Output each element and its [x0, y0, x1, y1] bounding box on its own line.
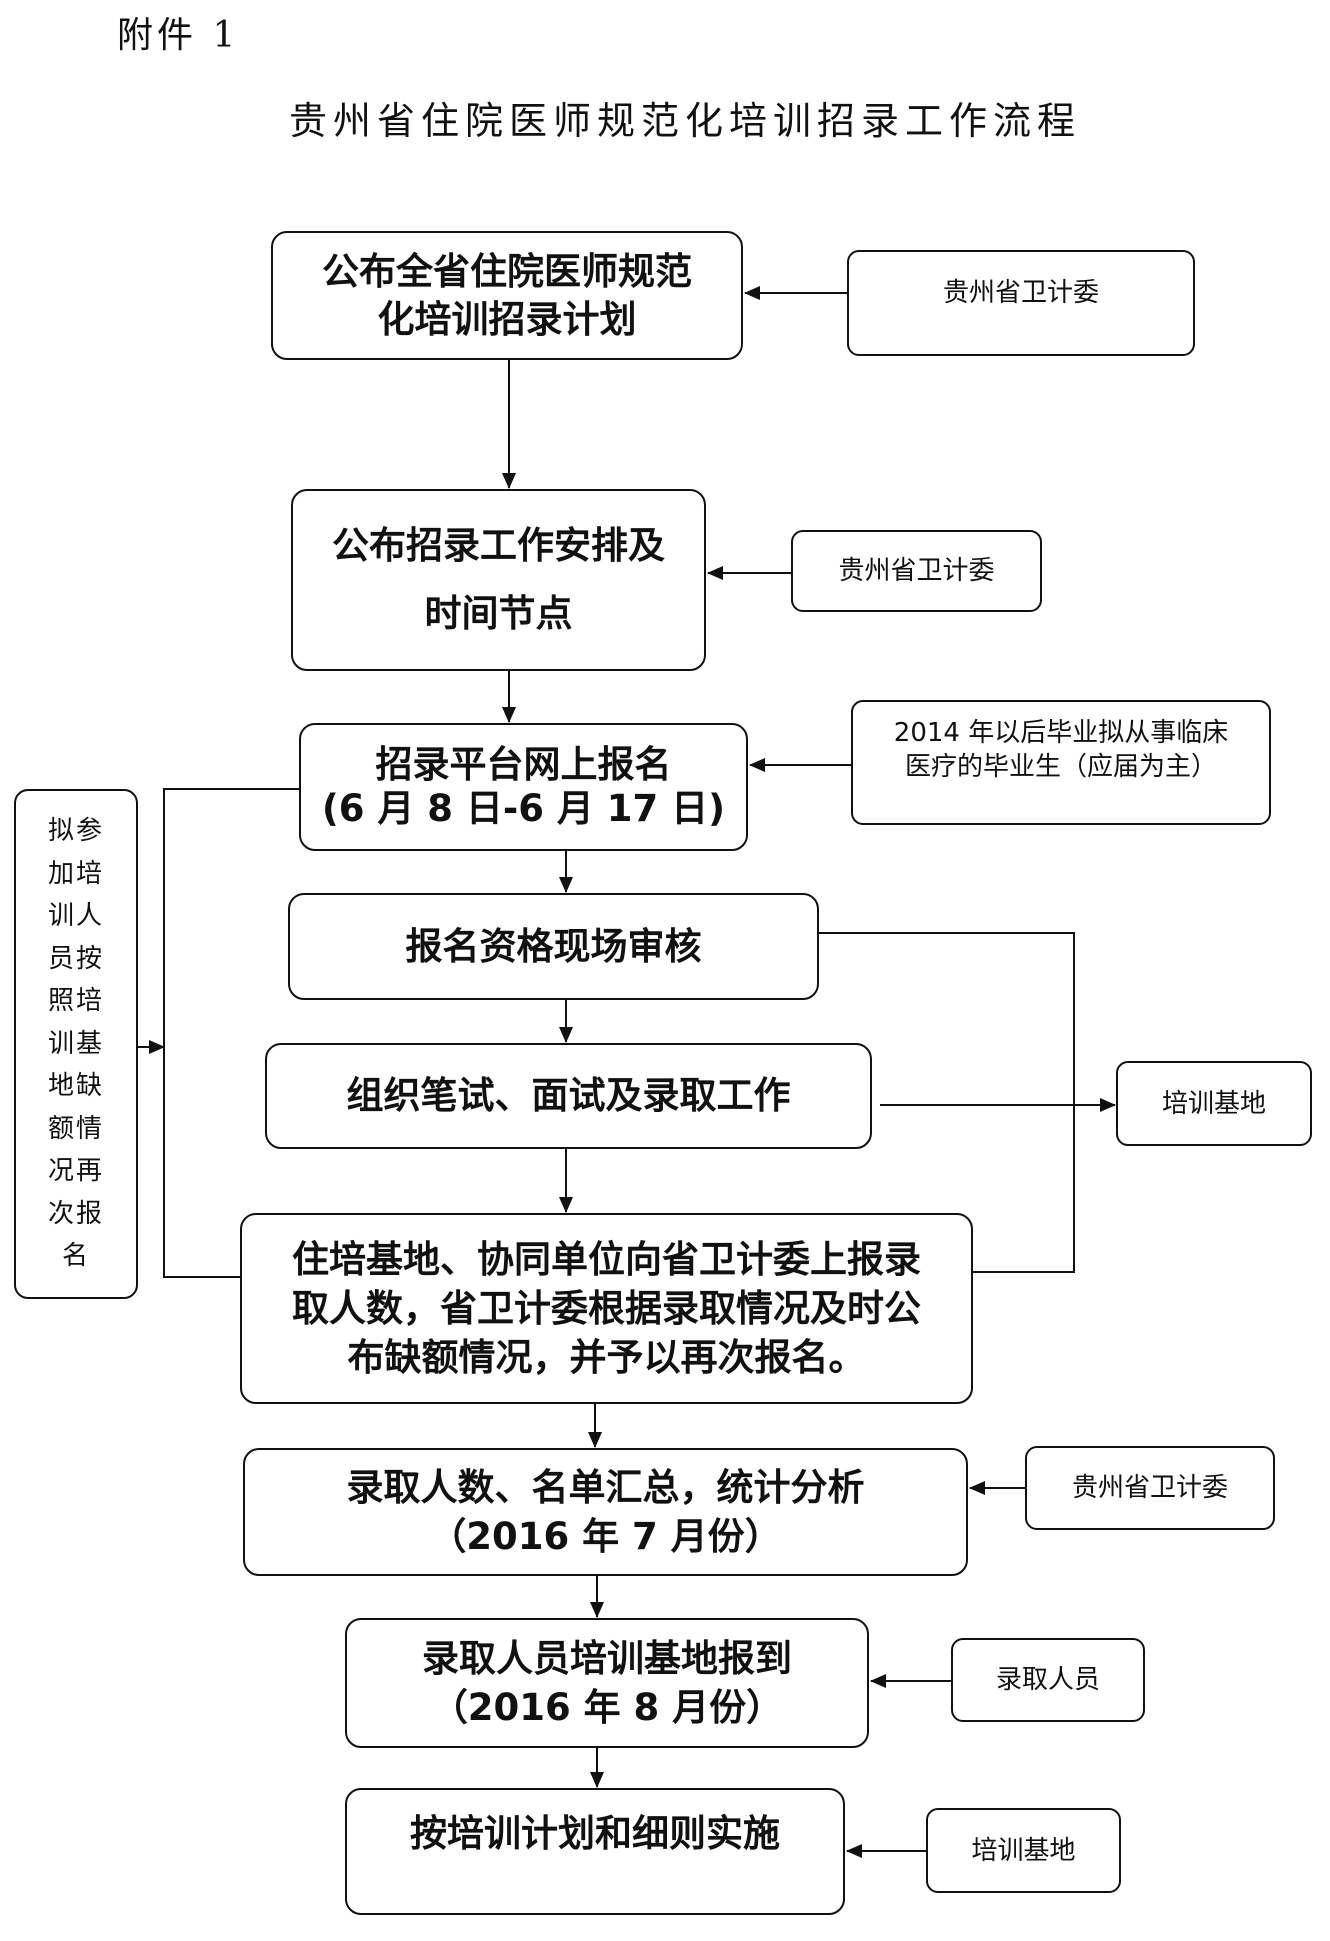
left-loop-connector [163, 788, 299, 1278]
side-node-health-commission: 贵州省卫计委 [791, 530, 1042, 612]
step-text-line: 公布招录工作安排及 [332, 524, 665, 567]
step-exams-and-admission: 组织笔试、面试及录取工作 [265, 1043, 872, 1149]
note-text-line: 照培 [47, 986, 104, 1017]
note-text-line: 况再 [47, 1156, 104, 1187]
step-text-line: 化培训招录计划 [377, 297, 637, 341]
step-date: （2016 年 8 月份） [430, 1686, 784, 1729]
step-report-admission-numbers: 住培基地、协同单位向省卫计委上报录 取人数，省卫计委根据录取情况及时公 布缺额情… [240, 1213, 973, 1404]
step-text-line: 组织笔试、面试及录取工作 [346, 1074, 791, 1117]
step-text-line: 录取人数、名单汇总，统计分析 [346, 1466, 865, 1509]
side-node-label: 贵州省卫计委 [1071, 1473, 1228, 1503]
step-text-line: 取人数，省卫计委根据录取情况及时公 [292, 1287, 921, 1330]
side-node-label: 录取人员 [995, 1665, 1100, 1695]
side-node-label: 培训基地 [971, 1835, 1076, 1866]
note-text-line: 员按 [47, 943, 104, 974]
side-node-training-base: 培训基地 [1116, 1061, 1312, 1146]
step-online-registration: 招录平台网上报名 (6 月 8 日-6 月 17 日) [299, 723, 748, 851]
step-summary-analysis: 录取人数、名单汇总，统计分析 （2016 年 7 月份） [243, 1448, 968, 1576]
side-node-graduates: 2014 年以后毕业拟从事临床 医疗的毕业生（应届为主） [851, 700, 1271, 825]
note-text-line: 次报 [47, 1198, 104, 1229]
step-text-line: 按培训计划和细则实施 [410, 1812, 780, 1855]
side-node-label: 贵州省卫计委 [838, 556, 995, 586]
side-node-label: 2014 年以后毕业拟从事临床 [893, 718, 1229, 748]
step-text-line: 布缺额情况，并予以再次报名。 [347, 1336, 866, 1379]
step-text-line: 招录平台网上报名 [375, 743, 672, 786]
step-text-line: 住培基地、协同单位向省卫计委上报录 [292, 1238, 921, 1281]
note-text-line: 地缺 [47, 1071, 104, 1102]
step-date: （2016 年 7 月份） [429, 1515, 782, 1558]
side-node-label: 医疗的毕业生（应届为主） [904, 752, 1217, 782]
attachment-label: 附件 1 [117, 15, 240, 56]
side-node-admitted-personnel: 录取人员 [951, 1638, 1145, 1722]
side-node-training-base: 培训基地 [926, 1808, 1121, 1893]
step-publish-schedule: 公布招录工作安排及 时间节点 [291, 489, 706, 671]
step-publish-plan: 公布全省住院医师规范 化培训招录计划 [271, 231, 743, 360]
re-registration-note: 拟参 加培 训人 员按 照培 训基 地缺 额情 况再 次报 名 [14, 789, 138, 1299]
step-text-line: 录取人员培训基地报到 [422, 1637, 792, 1680]
side-node-label: 贵州省卫计委 [942, 278, 1099, 308]
side-node-health-commission: 贵州省卫计委 [1025, 1446, 1275, 1530]
step-text-line: 报名资格现场审核 [405, 924, 702, 968]
note-text-line: 拟参 [47, 816, 104, 847]
note-text-line: 加培 [47, 858, 104, 889]
step-date-range: (6 月 8 日-6 月 17 日) [321, 787, 726, 830]
note-text-line: 训基 [47, 1028, 104, 1059]
step-text-line: 时间节点 [424, 592, 573, 635]
right-loop-connector [819, 932, 1075, 1273]
step-qualification-review: 报名资格现场审核 [288, 893, 819, 1000]
page-title: 贵州省住院医师规范化培训招录工作流程 [289, 99, 1082, 143]
side-node-health-commission: 贵州省卫计委 [847, 250, 1195, 356]
note-text-line: 训人 [47, 901, 104, 932]
note-text-line: 额情 [47, 1113, 104, 1144]
step-report-to-base: 录取人员培训基地报到 （2016 年 8 月份） [345, 1618, 869, 1748]
note-text-line: 名 [61, 1241, 90, 1272]
step-text-line: 公布全省住院医师规范 [322, 249, 692, 293]
side-node-label: 培训基地 [1161, 1088, 1266, 1119]
step-implement-training: 按培训计划和细则实施 [345, 1788, 845, 1915]
